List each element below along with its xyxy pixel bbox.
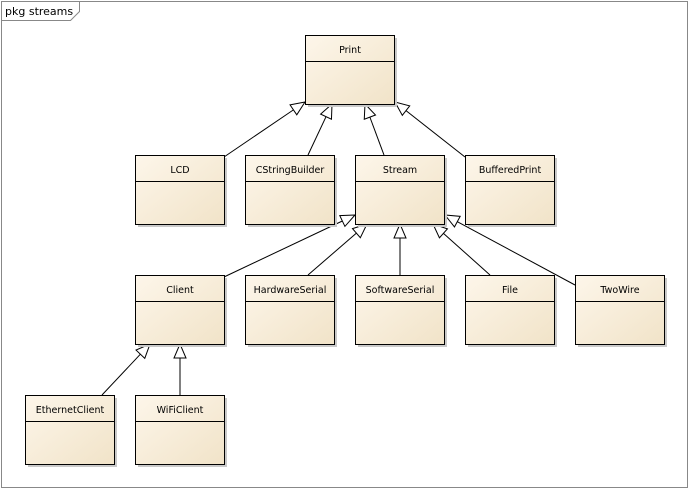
class-box <box>135 395 225 465</box>
generalization-line-twowire-to-stream <box>457 221 576 286</box>
class-name: File <box>502 285 518 296</box>
generalization-arrowhead-bufferedprint-to-print <box>394 101 411 117</box>
generalization-line-file-to-stream <box>443 232 491 276</box>
class-box <box>575 275 665 345</box>
class-ethernetclient[interactable]: EthernetClient <box>25 395 118 468</box>
class-box <box>135 275 225 345</box>
class-box <box>465 155 555 225</box>
generalization-arrowhead-twowire-to-stream <box>443 214 461 228</box>
class-softwareserial[interactable]: SoftwareSerial <box>355 275 448 348</box>
class-client[interactable]: Client <box>135 275 228 348</box>
class-wificlient[interactable]: WiFiClient <box>135 395 228 468</box>
class-twowire[interactable]: TwoWire <box>575 275 668 348</box>
class-box <box>355 155 445 225</box>
class-box <box>245 275 335 345</box>
class-name: EthernetClient <box>36 405 105 416</box>
class-name: CStringBuilder <box>256 165 325 176</box>
generalization-line-ethernetclient-to-client <box>101 353 141 396</box>
generalization-arrowhead-softwareserial-to-stream <box>393 222 407 239</box>
generalization-arrowhead-lcd-to-print <box>289 101 307 116</box>
class-bufferedprint[interactable]: BufferedPrint <box>465 155 558 228</box>
class-name: HardwareSerial <box>254 285 327 296</box>
class-name: Stream <box>383 165 417 176</box>
class-box <box>355 275 445 345</box>
generalization-line-lcd-to-print <box>223 109 294 158</box>
package-label: pkg streams <box>5 5 73 18</box>
class-box <box>25 395 115 465</box>
class-hardwareserial[interactable]: HardwareSerial <box>245 275 338 348</box>
class-name: Client <box>166 285 194 296</box>
generalization-arrowhead-cstringbuilder-to-print <box>319 102 333 120</box>
class-print[interactable]: Print <box>305 35 398 108</box>
class-box <box>135 155 225 225</box>
class-box <box>465 275 555 345</box>
generalization-line-stream-to-print <box>369 116 385 156</box>
class-name: WiFiClient <box>157 405 204 416</box>
class-box <box>245 155 335 225</box>
class-name: LCD <box>170 165 189 176</box>
class-file[interactable]: File <box>465 275 558 348</box>
generalization-arrowhead-client-to-stream <box>339 214 357 228</box>
class-lcd[interactable]: LCD <box>135 155 228 228</box>
class-name: Print <box>339 45 361 56</box>
class-stream[interactable]: Stream <box>355 155 448 228</box>
class-name: SoftwareSerial <box>366 285 435 296</box>
class-name: BufferedPrint <box>479 165 542 176</box>
class-box <box>305 35 395 105</box>
generalization-line-bufferedprint-to-print <box>405 110 466 158</box>
generalization-line-cstringbuilder-to-print <box>307 116 327 156</box>
class-cstringbuilder[interactable]: CStringBuilder <box>245 155 338 228</box>
generalization-arrowhead-wificlient-to-client <box>173 342 187 359</box>
class-name: TwoWire <box>599 285 639 296</box>
generalization-edges <box>101 101 576 396</box>
generalization-line-client-to-stream <box>223 220 343 278</box>
generalization-line-hardwareserial-to-stream <box>307 232 357 276</box>
generalization-arrowhead-ethernetclient-to-client <box>135 343 151 360</box>
generalization-arrowhead-stream-to-print <box>363 102 377 120</box>
